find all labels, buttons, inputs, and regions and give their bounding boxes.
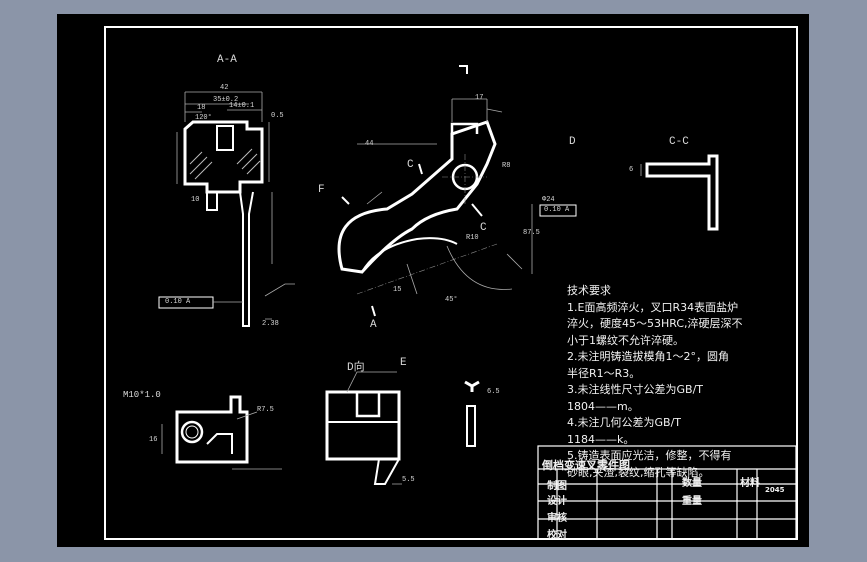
dim-phi24: Φ24	[542, 196, 555, 204]
drawing-border	[104, 26, 798, 540]
fork-main-view	[337, 98, 533, 295]
m10-inner	[206, 433, 233, 454]
section-a-label: A	[370, 319, 377, 331]
tolerance-frame-2	[539, 204, 577, 217]
dim-6: 6	[629, 166, 634, 174]
view-d-label: D向	[347, 362, 365, 374]
section-cc-label: C-C	[669, 136, 689, 148]
tech-line: 2.未注明铸造拔模角1～2°，圆角	[567, 350, 729, 363]
tolerance-text-2: 0.10 A	[544, 206, 570, 214]
d-body	[325, 390, 401, 461]
aa-flange	[206, 192, 218, 211]
title-block-weight: 重量	[682, 496, 702, 507]
title-block-row3: 审核	[547, 513, 567, 524]
section-aa-view	[176, 91, 273, 327]
cad-drawing-canvas	[104, 26, 798, 540]
tech-line: 砂眼,夹渣,裂纹,缩孔等缺陷。	[567, 465, 710, 479]
drawing-frame: A-A C-C D D向 E F C C A 42 35±0.2 18 14±0…	[57, 14, 809, 547]
tech-line: 淬火，硬度45～53HRC,淬硬层深不	[567, 317, 743, 330]
aa-body	[183, 120, 264, 194]
title-block-outer	[537, 445, 797, 540]
aa-shaft	[239, 191, 254, 327]
dim-2-38: 2.38	[262, 320, 279, 328]
section-aa-label: A-A	[217, 54, 237, 66]
title-block-row1: 制图	[547, 481, 567, 492]
section-c-label-1: C	[407, 159, 414, 171]
fork-hub-top	[450, 122, 479, 134]
tolerance-frame-1	[158, 296, 214, 309]
dim-18: 18	[197, 104, 206, 112]
m10-hole	[180, 420, 204, 444]
dim-120: 120°	[195, 114, 212, 122]
angle-45: 45°	[445, 296, 458, 304]
tech-line: 4.未注几何公差为GB/T	[567, 416, 681, 429]
aa-dims	[176, 91, 273, 264]
d-view	[325, 371, 402, 485]
dim-42: 42	[220, 84, 229, 92]
dim-5-5: 5.5	[402, 476, 415, 484]
dim-05: 0.5	[271, 112, 284, 120]
radius-r7-5: R7.5	[257, 406, 274, 414]
tolerance-text-1: 0.10 A	[165, 298, 191, 306]
radius-r8: R8	[502, 162, 511, 170]
m10-dims	[161, 411, 282, 470]
tech-line: 半径R1～R3。	[567, 366, 641, 380]
d-shaft	[373, 458, 400, 485]
title-block-qty: 数量	[682, 478, 702, 489]
tech-line: 1.E面高频淬火，叉口R34表面盐炉	[567, 300, 739, 314]
section-c-label-2: C	[480, 222, 487, 234]
dim-87-5: 87.5	[523, 229, 540, 237]
pin-body	[466, 405, 476, 447]
title-block-material: 2045	[765, 486, 785, 494]
tech-title: 技术要求	[567, 284, 611, 297]
dim-17: 17	[475, 94, 484, 102]
dim-35: 35±0.2	[213, 96, 239, 104]
dim-6-5: 6.5	[487, 388, 500, 396]
fork-arc-inner	[361, 237, 458, 273]
fork-radial-dims	[366, 108, 513, 290]
radius-r10: R10	[466, 234, 479, 242]
dim-16: 16	[149, 436, 158, 444]
section-f-label: F	[318, 184, 325, 196]
tech-requirements: 技术要求 1.E面高频淬火，叉口R34表面盐炉 淬火，硬度45～53HRC,淬硬…	[567, 283, 743, 481]
d-slot	[355, 392, 381, 418]
fork-centerlines	[356, 154, 498, 295]
title-block-row2: 设计	[547, 496, 567, 507]
leader-lines-aa	[213, 283, 295, 320]
d-dims	[346, 371, 402, 485]
title-block-grid	[538, 468, 796, 539]
pin-top	[464, 380, 480, 392]
aa-hatch	[189, 148, 261, 180]
tech-line: 3.未注线性尺寸公差为GB/T	[567, 383, 703, 396]
tech-line: 小于1螺纹不允许淬硬。	[567, 333, 684, 347]
cc-section	[645, 154, 719, 231]
fork-arc-body	[337, 120, 497, 274]
dim-15: 15	[393, 286, 402, 294]
section-markers	[341, 65, 483, 317]
title-block	[537, 445, 797, 540]
dim-10: 10	[191, 196, 200, 204]
surface-e-label: E	[400, 357, 407, 369]
tech-line: 1184——k。	[567, 432, 635, 446]
dim-44: 44	[365, 140, 374, 148]
fork-dims	[357, 98, 533, 295]
view-d-marker: D	[569, 136, 576, 148]
dim-14: 14±0.1	[229, 102, 255, 110]
tech-line: 1804——m。	[567, 399, 639, 413]
tech-line: 5.铸造表面应光洁，修整，不得有	[567, 449, 732, 462]
title-block-material-label: 材料	[740, 478, 760, 489]
m10-hole-core	[185, 425, 199, 439]
m10-view	[161, 395, 282, 470]
thread-m10: M10*1.0	[123, 390, 161, 400]
m10-body	[175, 395, 249, 464]
title-block-name: 倒档变速叉零件图	[542, 459, 630, 472]
aa-slot	[216, 125, 234, 151]
title-block-row4: 校对	[547, 530, 567, 541]
